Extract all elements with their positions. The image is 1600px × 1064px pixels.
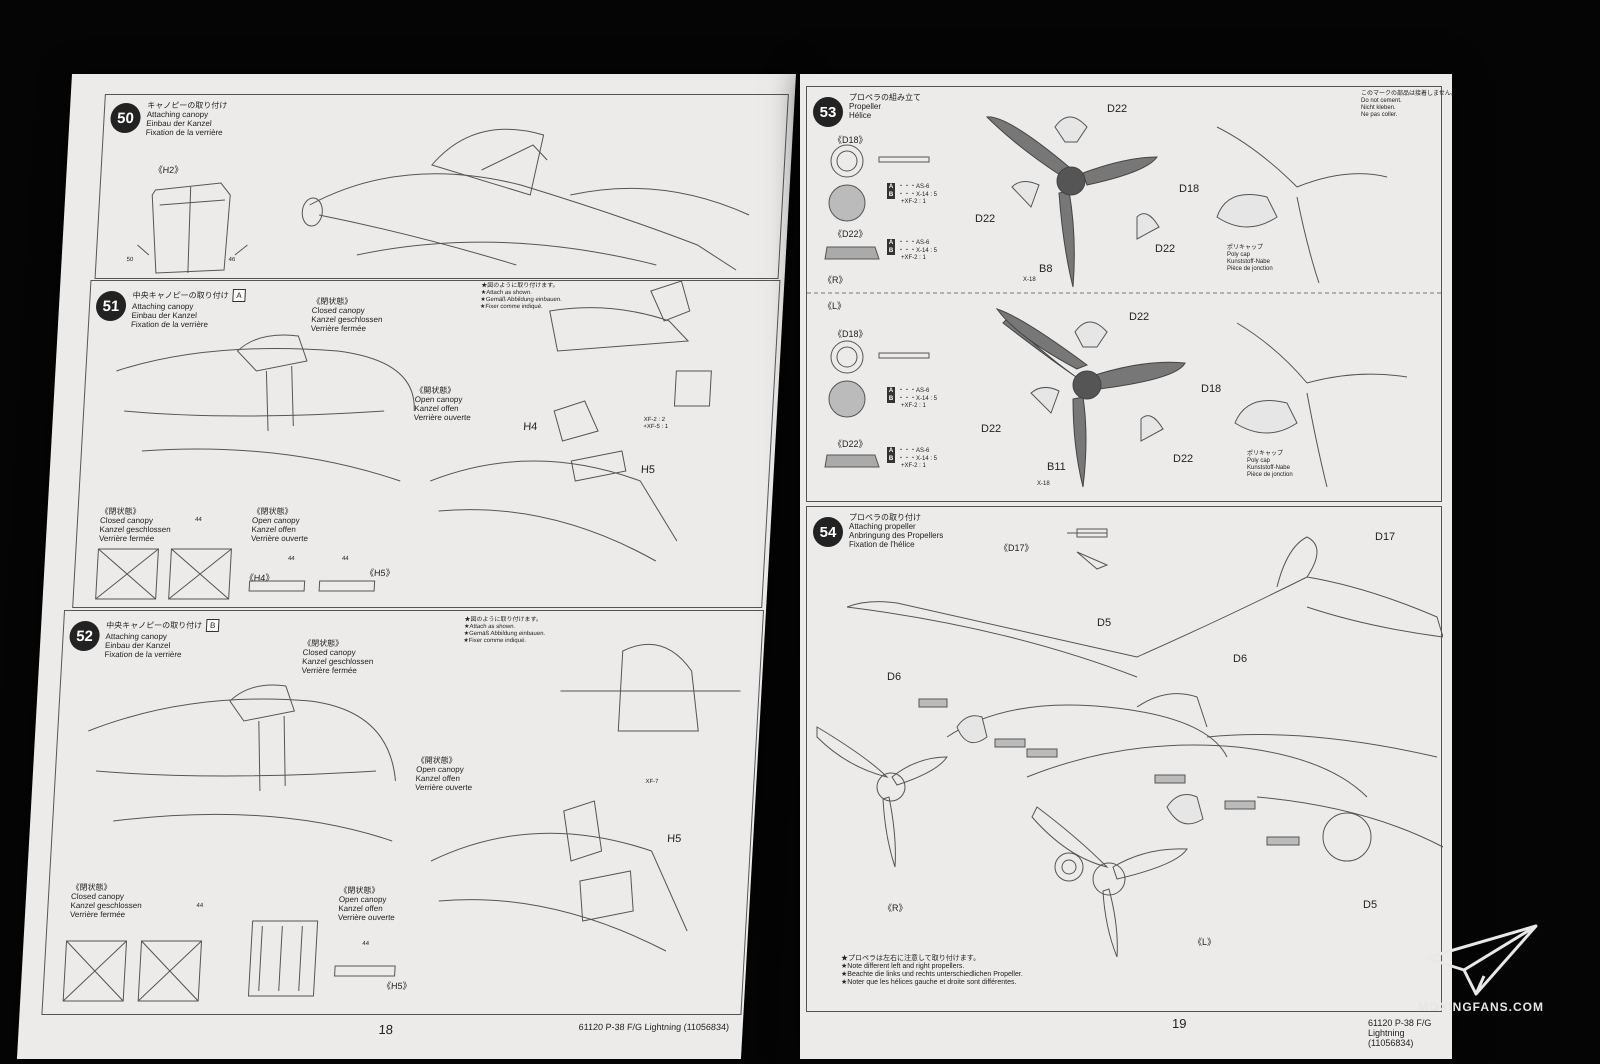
paint-a: ・・・AS-6 bbox=[898, 388, 930, 394]
polycap-de: Kunststoff-Nabe bbox=[1247, 465, 1290, 471]
polycap-label: ポリキャップ Poly cap Kunststoff-Nabe Pièce de… bbox=[1247, 451, 1293, 479]
title-ja: プロペラの組み立て bbox=[849, 93, 921, 102]
step-54-drawing bbox=[816, 528, 1443, 958]
side-label-r: 《R》 bbox=[823, 275, 848, 285]
part-label-d22: D22 bbox=[1107, 103, 1128, 115]
part-label-d17: D17 bbox=[1375, 531, 1396, 543]
page-footer: 61120 P-38 F/G Lightning (11056834) bbox=[578, 1022, 730, 1032]
polycap-ja: ポリキャップ bbox=[1247, 451, 1284, 457]
paper-plane-logo bbox=[1424, 924, 1538, 996]
step-number: 54 bbox=[813, 517, 843, 547]
part-label-d5: D5 bbox=[1097, 617, 1112, 629]
part-label-d22: 《D22》 bbox=[833, 229, 868, 239]
paint-callout: A・・・AS-6 B・・・X-14 : 5 +XF-2 : 1 bbox=[887, 447, 938, 469]
paint-x18: X-18 bbox=[1037, 481, 1050, 487]
step-52-drawing bbox=[62, 643, 741, 1002]
polycap-ja: ポリキャップ bbox=[1227, 245, 1264, 251]
note-ja: このマークの部品は接着しません。 bbox=[1361, 91, 1457, 97]
note-fr: Ne pas coller. bbox=[1361, 112, 1398, 118]
part-label-d22: 《D22》 bbox=[833, 439, 868, 449]
step-51-drawing bbox=[95, 281, 712, 600]
part-label-d5: D5 bbox=[1363, 899, 1378, 911]
page-number: 19 bbox=[1172, 1016, 1187, 1031]
page-footer: 61120 P-38 F/G Lightning (11056834) bbox=[1368, 1018, 1432, 1048]
note-de: ★Beachte die links und rechts unterschie… bbox=[841, 971, 1023, 978]
part-label-d22: D22 bbox=[981, 423, 1002, 435]
polycap-en: Poly cap bbox=[1227, 252, 1251, 258]
side-label-l: 《L》 bbox=[823, 301, 847, 311]
title-de: Anbringung des Propellers bbox=[849, 531, 944, 540]
watermark-text: MOXINGFANS.COM bbox=[1418, 1000, 1545, 1014]
part-label-b11: B11 bbox=[1047, 461, 1066, 473]
part-label-d22: D22 bbox=[1129, 311, 1150, 323]
propeller-note: ★プロペラは左右に注意して取り付けます。 ★Note different lef… bbox=[841, 955, 1023, 987]
paint-x18: X-18 bbox=[1023, 277, 1036, 283]
instruction-page-right: 53 プロペラの組み立て Propeller Hélice このマークの部品は接… bbox=[800, 74, 1457, 1059]
step-title: プロペラの組み立て Propeller Hélice bbox=[849, 93, 921, 120]
paint-b: ・・・X-14 : 5 bbox=[898, 456, 938, 462]
part-label-d18: 《D18》 bbox=[833, 135, 868, 145]
polycap-en: Poly cap bbox=[1247, 458, 1271, 464]
step-title: プロペラの取り付け Attaching propeller Anbringung… bbox=[849, 513, 943, 549]
step-54-panel: 54 プロペラの取り付け Attaching propeller Anbring… bbox=[806, 506, 1443, 1012]
paint-b: ・・・X-14 : 5 bbox=[898, 396, 938, 402]
polycap-label: ポリキャップ Poly cap Kunststoff-Nabe Pièce de… bbox=[1227, 245, 1273, 273]
title-fr: Fixation de l'hélice bbox=[849, 540, 915, 549]
paint-a: ・・・AS-6 bbox=[898, 448, 930, 454]
step-50-panel: 50 キャノピーの取り付け Attaching canopy Einbau de… bbox=[94, 94, 789, 279]
title-fr: Hélice bbox=[849, 111, 872, 120]
paint-a: ・・・AS-6 bbox=[898, 240, 930, 246]
polycap-fr: Pièce de jonction bbox=[1247, 472, 1293, 478]
side-label-r: 《R》 bbox=[883, 903, 908, 913]
side-label-l: 《L》 bbox=[1193, 937, 1217, 947]
step-number: 53 bbox=[813, 97, 843, 127]
part-label-d6: D6 bbox=[887, 671, 902, 683]
paint-b2: +XF-2 : 1 bbox=[901, 403, 926, 409]
step-53-panel: 53 プロペラの組み立て Propeller Hélice このマークの部品は接… bbox=[806, 86, 1457, 502]
note-ja: ★プロペラは左右に注意して取り付けます。 bbox=[841, 955, 981, 962]
paint-a: ・・・AS-6 bbox=[898, 184, 930, 190]
note-fr: ★Noter que les hélices gauche et droite … bbox=[841, 979, 1017, 986]
paint-b2: +XF-2 : 1 bbox=[901, 199, 926, 205]
polycap-de: Kunststoff-Nabe bbox=[1227, 259, 1270, 265]
paint-callout: A・・・AS-6 B・・・X-14 : 5 +XF-2 : 1 bbox=[887, 387, 938, 409]
title-en: Propeller bbox=[849, 102, 882, 111]
paint-b2: +XF-2 : 1 bbox=[901, 255, 926, 261]
paint-callout: A・・・AS-6 B・・・X-14 : 5 +XF-2 : 1 bbox=[887, 183, 938, 205]
note-de: Nicht kleben. bbox=[1361, 105, 1396, 111]
note-en: ★Note different left and right propeller… bbox=[841, 963, 965, 970]
part-label-d22: D22 bbox=[1155, 243, 1176, 255]
note-en: Do not cement. bbox=[1361, 98, 1402, 104]
paint-b2: +XF-2 : 1 bbox=[901, 463, 926, 469]
polycap-fr: Pièce de jonction bbox=[1227, 266, 1273, 272]
paint-b: ・・・X-14 : 5 bbox=[898, 248, 938, 254]
step-50-drawing bbox=[137, 128, 750, 274]
part-label-d22: D22 bbox=[1173, 453, 1194, 465]
title-ja: プロペラの取り付け bbox=[849, 513, 921, 522]
part-label-d22: D22 bbox=[975, 213, 996, 225]
instruction-page-left: 50 キャノピーの取り付け Attaching canopy Einbau de… bbox=[16, 74, 797, 1059]
part-label-d18: D18 bbox=[1201, 383, 1222, 395]
part-label-d18: 《D18》 bbox=[833, 329, 868, 339]
step-53-drawing bbox=[807, 116, 1443, 488]
part-label-d17-inset: 《D17》 bbox=[999, 543, 1034, 553]
part-label-b8: B8 bbox=[1039, 263, 1053, 275]
page-number: 18 bbox=[378, 1022, 394, 1037]
do-not-cement-note: このマークの部品は接着しません。 Do not cement. Nicht kl… bbox=[1361, 91, 1457, 119]
part-label-d18: D18 bbox=[1179, 183, 1200, 195]
paint-b: ・・・X-14 : 5 bbox=[898, 192, 938, 198]
part-label-d6: D6 bbox=[1233, 653, 1248, 665]
paint-callout: A・・・AS-6 B・・・X-14 : 5 +XF-2 : 1 bbox=[887, 239, 938, 261]
title-en: Attaching propeller bbox=[849, 522, 916, 531]
